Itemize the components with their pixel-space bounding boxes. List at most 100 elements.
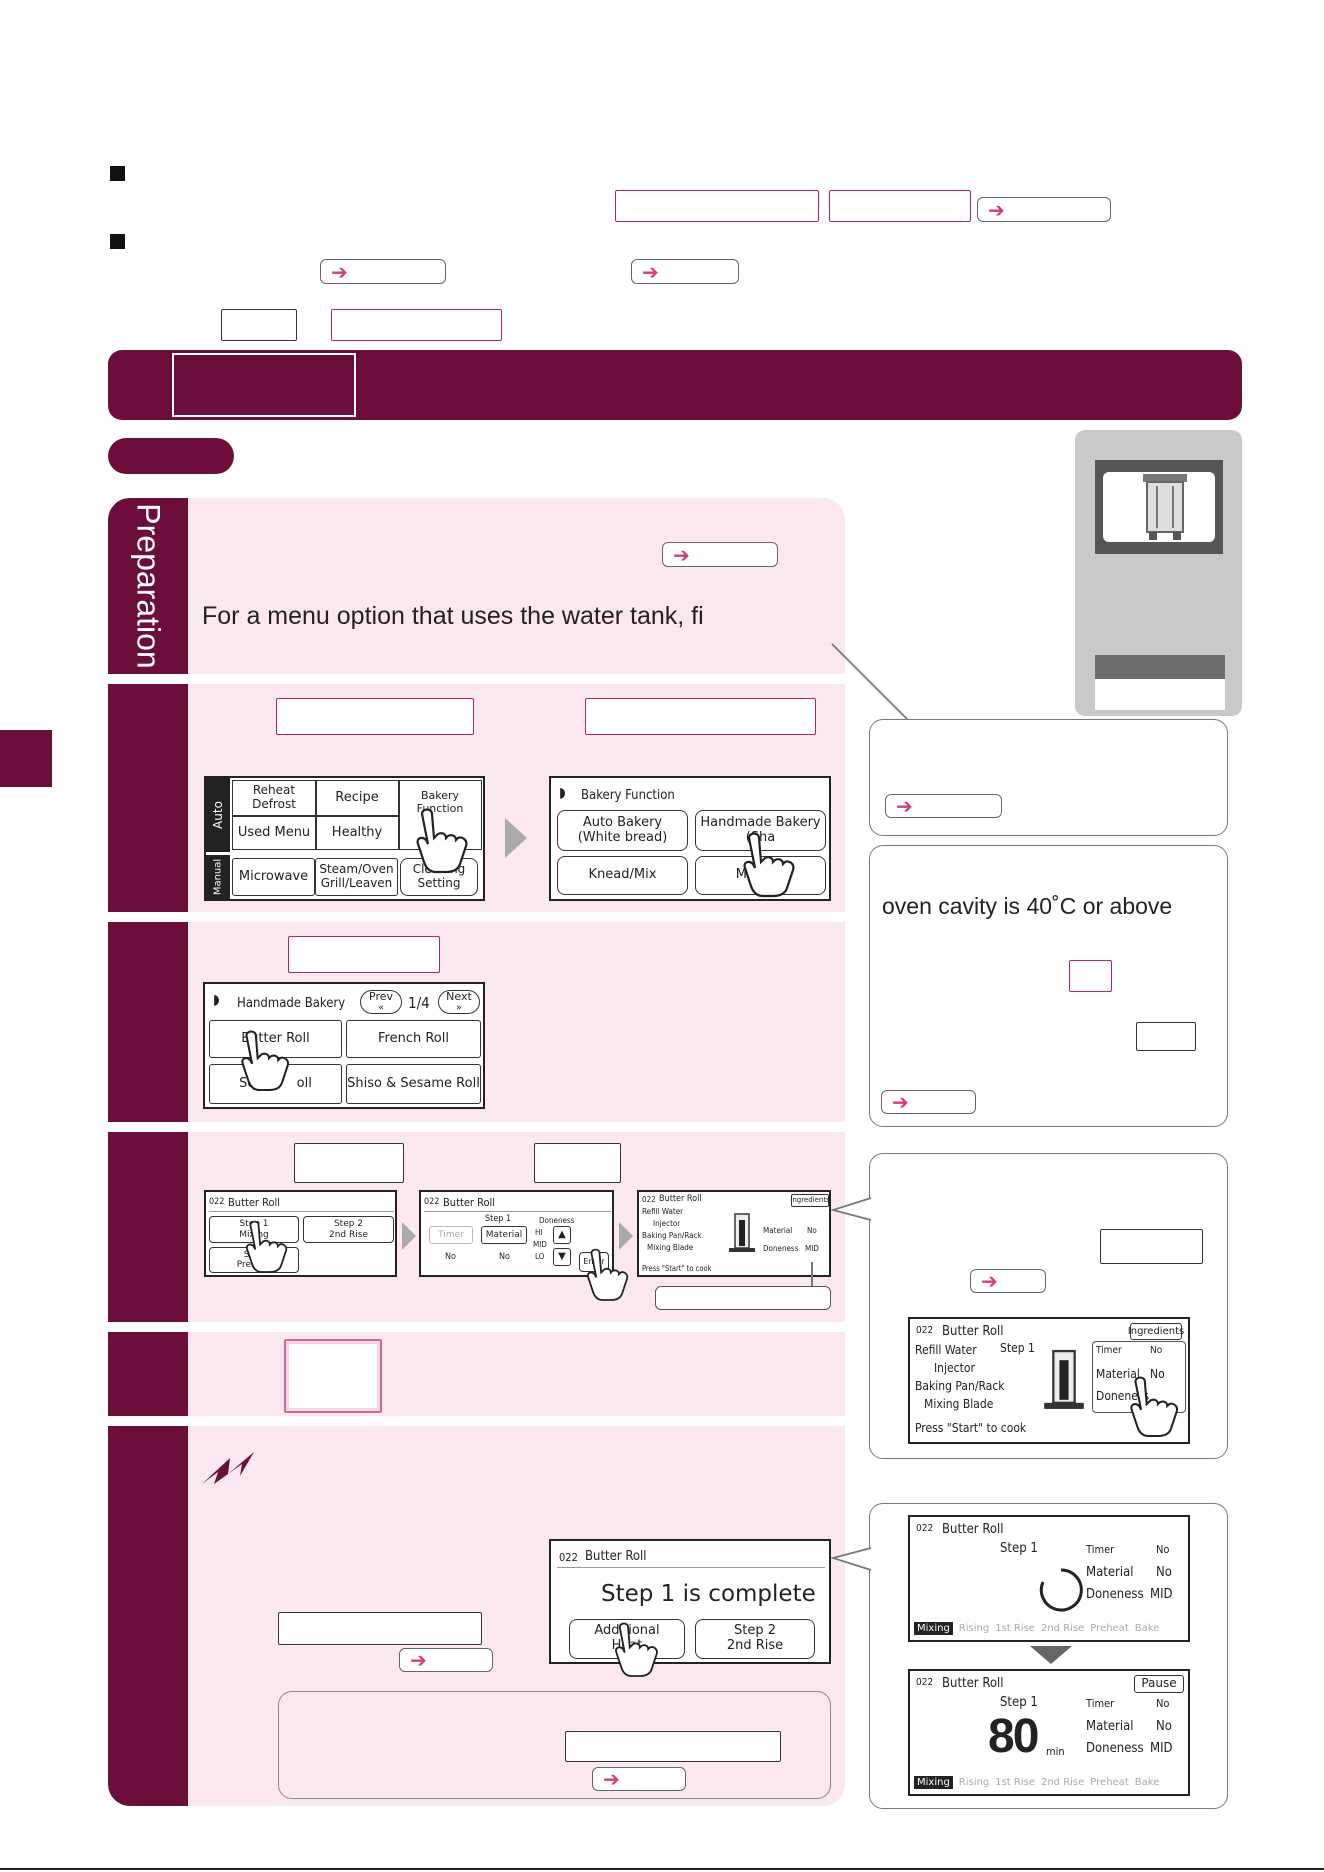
next-screen-arrow-icon	[402, 1222, 416, 1250]
warning-lightning-icon	[202, 1452, 254, 1484]
water-tank-icon	[1143, 474, 1187, 540]
page-reference-callout-1[interactable]: ➔	[885, 794, 1002, 818]
bakery-function-screen: ◗ Bakery Function Auto Bakery (White bre…	[549, 776, 831, 901]
page-reference-step5[interactable]: ➔	[399, 1648, 493, 1672]
arrow-right-icon: ➔	[892, 1090, 909, 1114]
ingredients-button[interactable]: Ingredients	[1128, 1323, 1184, 1340]
progress-screen-2: 022 Butter Roll Pause Step 1 80 min Time…	[908, 1669, 1190, 1796]
arrow-right-icon: ➔	[673, 542, 690, 567]
ref-box-callout-2a	[1069, 960, 1112, 992]
ref-box-step3-a	[294, 1143, 404, 1183]
next-page-button[interactable]: Next»	[438, 990, 480, 1014]
step2-2nd-rise-button[interactable]: Step 2 2nd Rise	[695, 1619, 815, 1659]
ingredients-button[interactable]: Ingredients	[790, 1194, 830, 1207]
ref-box-1	[615, 190, 819, 222]
timer-button[interactable]: Timer	[429, 1226, 473, 1244]
microwave-button[interactable]: Microwave	[232, 858, 315, 896]
process-tab: Preheat	[1090, 1776, 1129, 1788]
ref-box-step2	[288, 936, 440, 973]
page-reference-3[interactable]: ➔	[631, 259, 739, 284]
callout-pointer	[831, 643, 978, 723]
callout-1	[869, 719, 1228, 836]
callout-temp-text: oven cavity is 40˚C or above	[882, 893, 1173, 919]
material-button[interactable]: Material	[481, 1226, 527, 1244]
step-row-4-bar	[108, 1332, 188, 1416]
step-row-5-bar	[108, 1426, 188, 1806]
pointing-hand-icon	[416, 808, 468, 874]
process-tab: Preheat	[1090, 1622, 1129, 1634]
pause-button[interactable]: Pause	[1134, 1675, 1184, 1693]
step-complete-screen: 022 Butter Roll Step 1 is complete Addit…	[549, 1539, 831, 1677]
callout-2	[869, 845, 1228, 1127]
pointing-hand-icon	[241, 1030, 290, 1092]
preparation-label-bar	[108, 498, 188, 674]
ref-box-callout-2b	[1136, 1022, 1196, 1051]
ref-box-step3-b	[534, 1143, 621, 1183]
step-row-3-bar	[108, 1132, 188, 1322]
recipe-button[interactable]: Recipe	[335, 789, 379, 805]
handmade-screen-title: Handmade Bakery	[237, 996, 346, 1011]
page-reference-1[interactable]: ➔	[977, 197, 1111, 222]
process-tab: Bake	[1134, 1776, 1160, 1788]
next-screen-arrow-icon	[505, 818, 527, 858]
page-reference-2[interactable]: ➔	[320, 259, 446, 284]
pointing-hand-icon	[615, 1622, 658, 1677]
ref-box-3	[221, 309, 297, 341]
page-reference-callout-3[interactable]: ➔	[970, 1269, 1046, 1293]
reheat-defrost-button[interactable]: Reheat Defrost	[252, 783, 296, 811]
pointing-hand-icon	[1130, 1376, 1179, 1438]
knead-mix-button[interactable]: Knead/Mix	[557, 856, 688, 895]
bakery-icon: ◗	[559, 785, 566, 801]
page-side-tab	[0, 730, 52, 787]
manual-tab[interactable]: Manual	[206, 855, 230, 899]
page-reference-callout-2[interactable]: ➔	[881, 1090, 976, 1114]
start-button-illustration[interactable]	[284, 1339, 382, 1413]
auto-tab[interactable]: Auto	[206, 778, 230, 852]
steam-oven-button[interactable]: Steam/Oven Grill/Leaven	[315, 858, 398, 896]
process-tab: Mixing	[914, 1621, 953, 1635]
section-title-box	[172, 353, 356, 417]
prev-page-button[interactable]: Prev«	[360, 990, 402, 1014]
step-row-4	[108, 1332, 845, 1416]
next-screen-arrow-icon	[619, 1222, 633, 1250]
bullet-square-1	[110, 166, 125, 181]
process-tab-bar: Mixing Rising 1st Rise 2nd Rise Preheat …	[914, 1619, 1186, 1637]
ingredients-pointer-line	[811, 1262, 813, 1288]
arrow-right-icon: ➔	[988, 197, 1005, 222]
down-arrow-icon	[1030, 1646, 1072, 1664]
pointing-hand-icon	[743, 832, 795, 898]
ref-box-step1-b	[585, 698, 816, 735]
shiso-sesame-roll-button[interactable]: Shiso & Sesame Roll	[346, 1064, 481, 1104]
process-tab: Rising	[958, 1776, 990, 1788]
up-arrow-button[interactable]: ▲	[553, 1226, 571, 1244]
step-settings-screen: 022 Butter Roll Step 1 Timer Material Do…	[419, 1190, 629, 1301]
ingredients-screen-large: 022 Butter Roll Ingredients Refill Water…	[908, 1317, 1190, 1444]
progress-screen-1: 022 Butter Roll Step 1 Timer No Material…	[908, 1515, 1190, 1642]
ingredients-note-box	[655, 1286, 831, 1310]
down-arrow-button[interactable]: ▼	[553, 1248, 571, 1266]
process-tab: 1st Rise	[995, 1776, 1035, 1788]
handmade-bakery-screen: ◗ Handmade Bakery Prev« 1/4 Next» Butter…	[203, 982, 485, 1109]
process-tab: Mixing	[914, 1775, 953, 1789]
preparation-panel	[108, 498, 845, 674]
water-tank-photo	[1095, 460, 1223, 554]
preparation-label: Preparation	[130, 503, 167, 669]
callout-pointer	[831, 1547, 872, 1571]
bakery-screen-title: Bakery Function	[581, 788, 675, 803]
healthy-button[interactable]: Healthy	[331, 824, 383, 840]
page-reference-note[interactable]: ➔	[592, 1767, 686, 1791]
arrow-right-icon: ➔	[896, 794, 913, 818]
arrow-right-icon: ➔	[331, 259, 348, 284]
auto-bakery-button[interactable]: Auto Bakery (White bread)	[557, 810, 688, 851]
french-roll-button[interactable]: French Roll	[346, 1020, 481, 1058]
butter-roll-button[interactable]: Butter Roll	[209, 1020, 342, 1058]
process-tab: Rising	[958, 1622, 990, 1634]
ref-box-step5	[278, 1612, 482, 1645]
page-indicator: 1/4	[408, 994, 430, 1012]
used-menu-button[interactable]: Used Menu	[237, 824, 311, 840]
page-reference-prep[interactable]: ➔	[662, 542, 778, 567]
subsection-tag	[108, 438, 234, 474]
step-row-1-bar	[108, 684, 188, 912]
